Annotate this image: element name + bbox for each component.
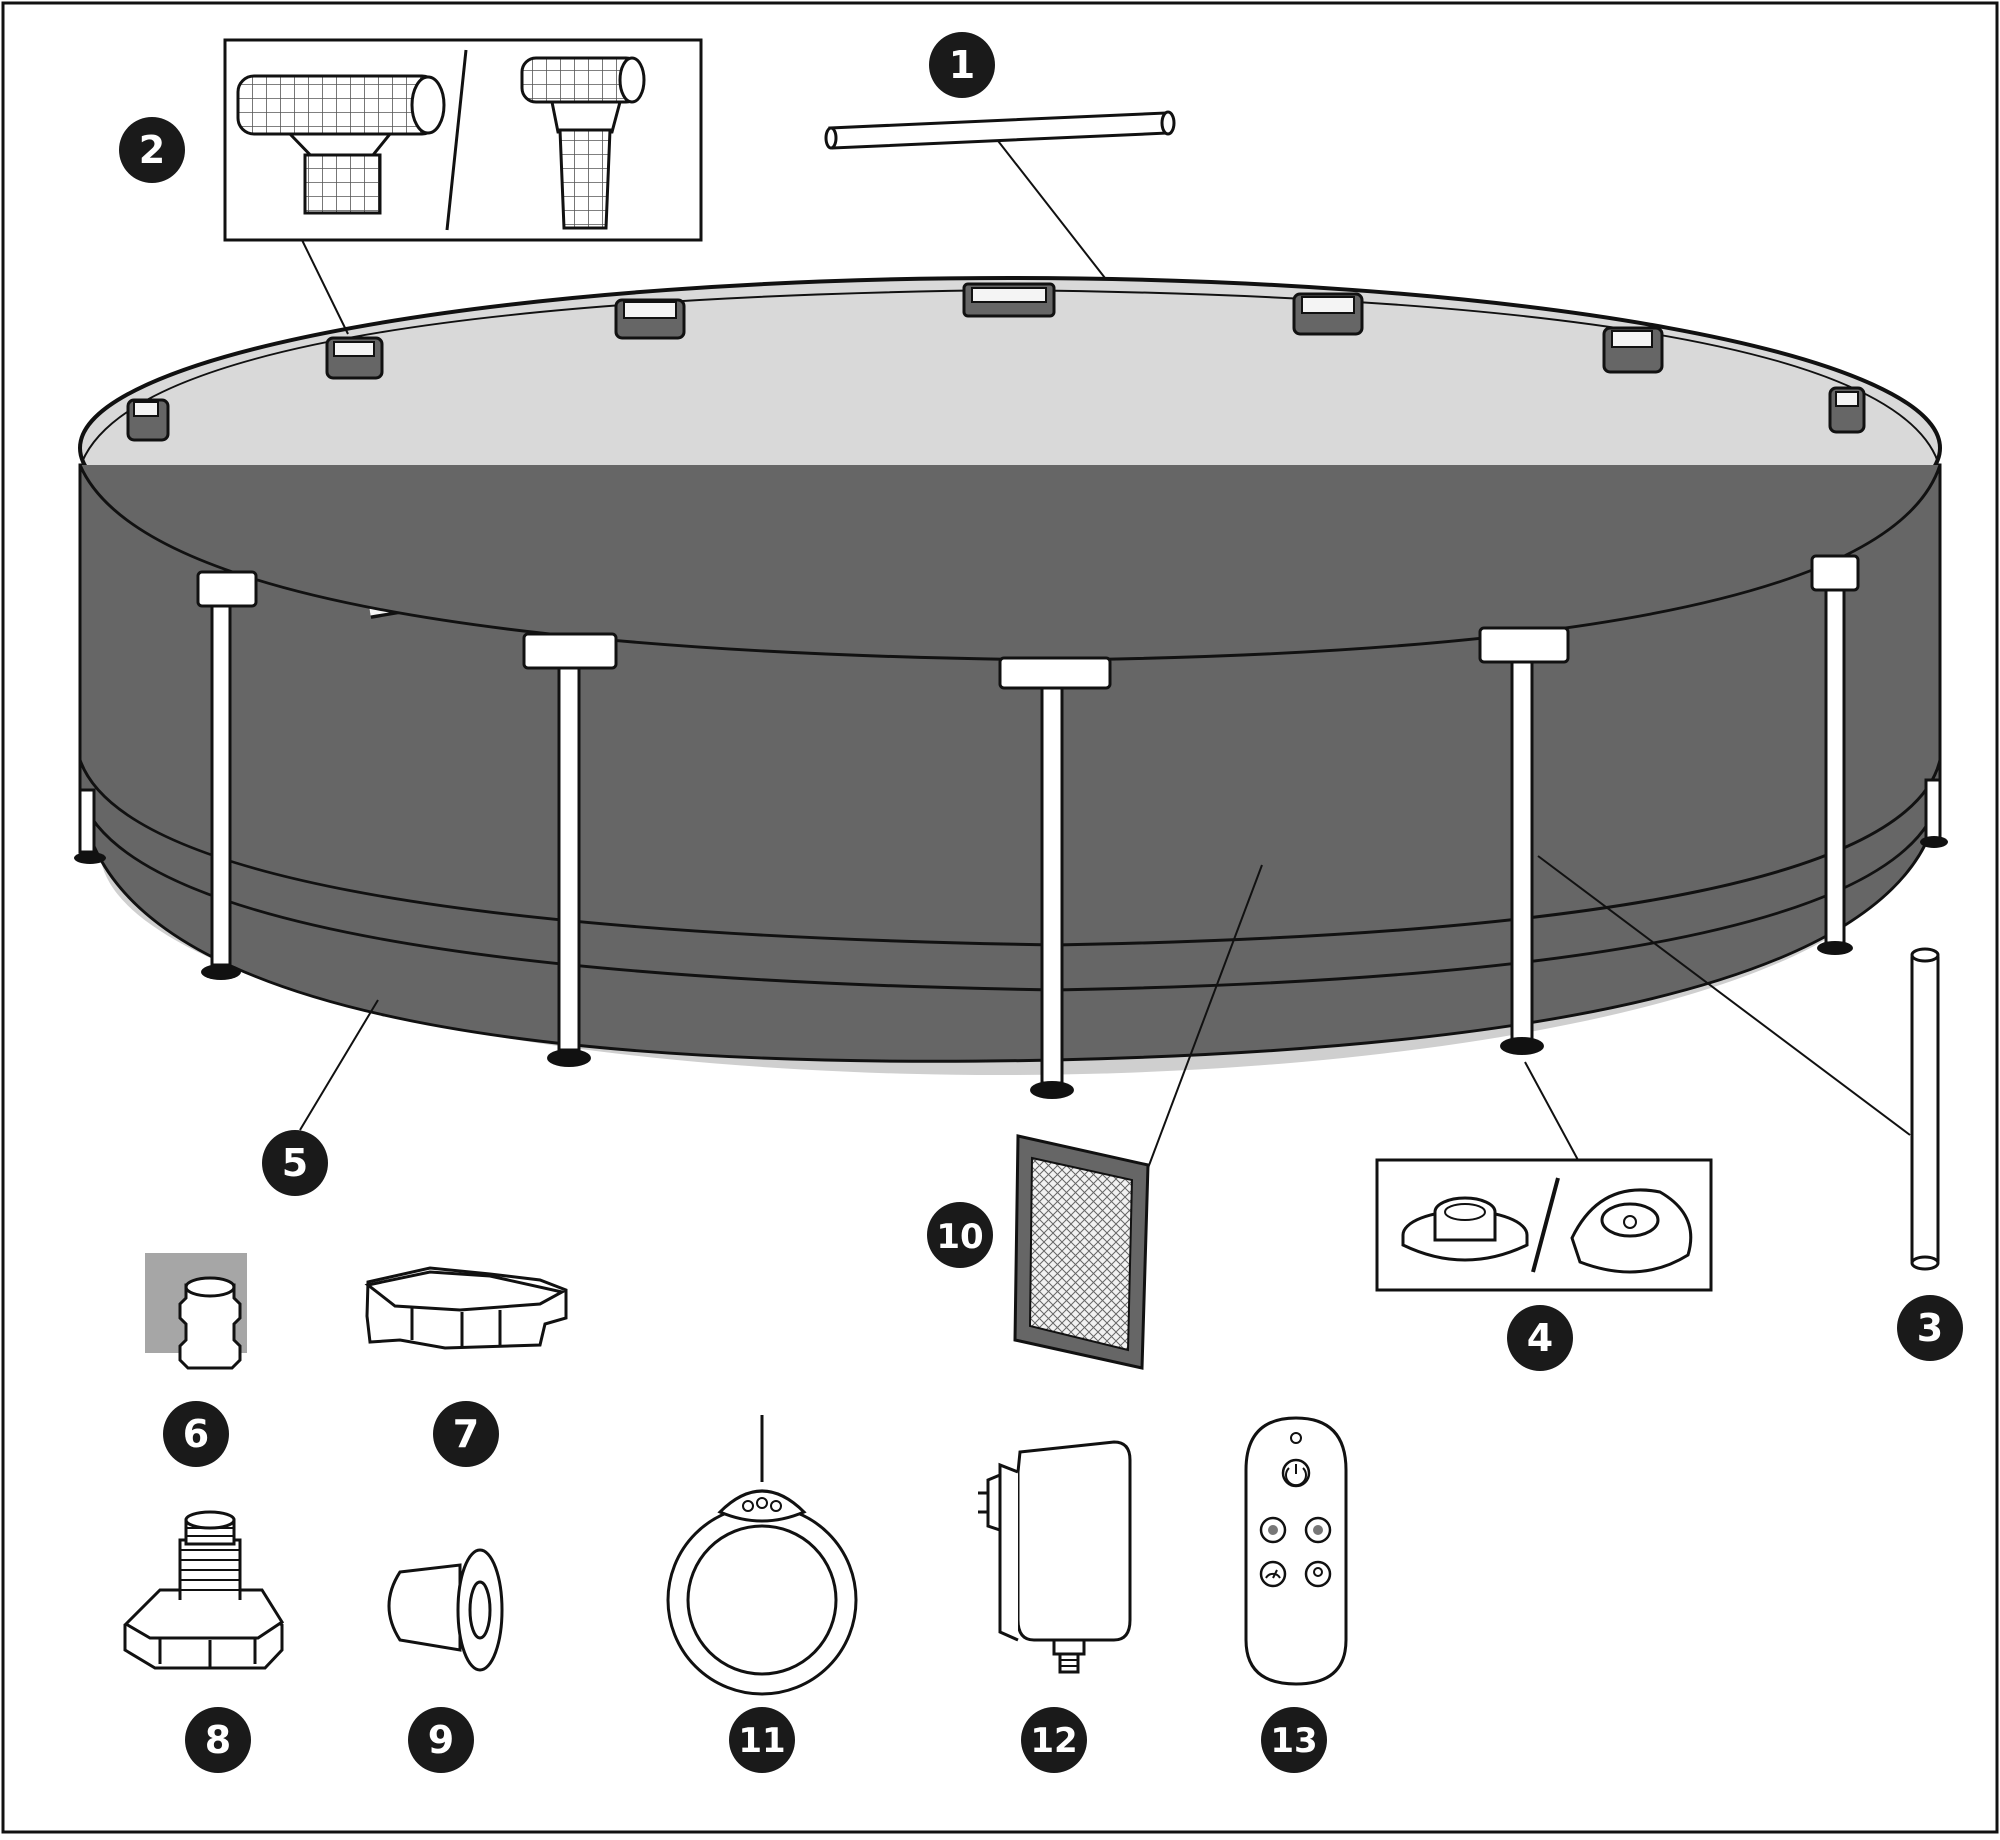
callout-badges: 1 2 3 4 5 6 7 8 [119, 32, 1963, 1773]
connector-cap [1835, 391, 1859, 407]
leg-caps-box [1375, 1158, 1713, 1292]
side-leg [78, 788, 96, 854]
callout-3: 3 [1897, 1295, 1963, 1361]
svg-text:11: 11 [738, 1721, 785, 1761]
svg-text:9: 9 [428, 1718, 454, 1762]
callout-1: 1 [929, 32, 995, 98]
callout-10: 10 [927, 1202, 993, 1268]
pool-assembly [74, 276, 1948, 1099]
leader-lines [299, 136, 1911, 1169]
t-connector-b [520, 56, 646, 230]
callout-5: 5 [262, 1130, 328, 1196]
callout-7: 7 [433, 1401, 499, 1467]
callout-8: 8 [185, 1707, 251, 1773]
leader-4 [1524, 1061, 1579, 1161]
svg-text:6: 6 [183, 1412, 209, 1456]
t-connector-box [223, 38, 703, 242]
leader-5 [299, 999, 379, 1131]
leg [196, 570, 258, 980]
connector-cap [623, 301, 677, 319]
callout-11: 11 [729, 1707, 795, 1773]
callout-9: 9 [408, 1707, 474, 1773]
leader-2 [301, 239, 349, 335]
filter-mesh-part [1013, 1134, 1150, 1370]
pool-light-part [666, 1415, 858, 1696]
top-rail-part [824, 110, 1176, 150]
svg-text:3: 3 [1917, 1306, 1943, 1350]
callout-4: 4 [1507, 1305, 1573, 1371]
top-connector-caps [133, 287, 1859, 417]
leg [522, 632, 618, 1067]
svg-text:8: 8 [205, 1718, 231, 1762]
side-leg [1924, 778, 1942, 844]
leg [1478, 626, 1570, 1055]
connector-cap [971, 287, 1047, 303]
leader-1 [994, 136, 1106, 279]
connector-cap [133, 401, 159, 417]
callout-2: 2 [119, 117, 185, 183]
strainer-part [387, 1548, 504, 1672]
connector-cap [1611, 330, 1653, 348]
callout-6: 6 [163, 1401, 229, 1467]
leg [998, 656, 1112, 1099]
callout-12: 12 [1021, 1707, 1087, 1773]
svg-text:5: 5 [282, 1141, 308, 1185]
leg-pipe-part [1910, 947, 1940, 1271]
svg-text:2: 2 [139, 128, 165, 172]
svg-text:13: 13 [1270, 1721, 1317, 1761]
drain-cap-part [364, 1266, 568, 1350]
leader-3 [1537, 855, 1911, 1136]
leader-10 [1147, 864, 1263, 1169]
connector-cap [1301, 296, 1355, 314]
svg-text:10: 10 [936, 1217, 983, 1257]
power-adapter-part [978, 1440, 1132, 1674]
callout-13: 13 [1261, 1707, 1327, 1773]
connector-cap [333, 341, 375, 357]
bulb-button-icon [1304, 1560, 1332, 1588]
remote-control-part [1244, 1416, 1348, 1686]
svg-text:7: 7 [453, 1412, 479, 1456]
svg-text:12: 12 [1030, 1721, 1077, 1761]
leg-cap-a [1401, 1196, 1529, 1262]
drain-plug-part [123, 1276, 285, 1670]
t-connector-a [236, 74, 446, 215]
front-legs [74, 554, 1948, 1099]
leg-cap-b [1570, 1188, 1693, 1274]
side-leg-foot [1920, 836, 1948, 848]
side-leg-foot [74, 852, 106, 864]
svg-text:4: 4 [1527, 1316, 1553, 1360]
leg [1810, 554, 1860, 955]
svg-text:1: 1 [949, 43, 975, 87]
